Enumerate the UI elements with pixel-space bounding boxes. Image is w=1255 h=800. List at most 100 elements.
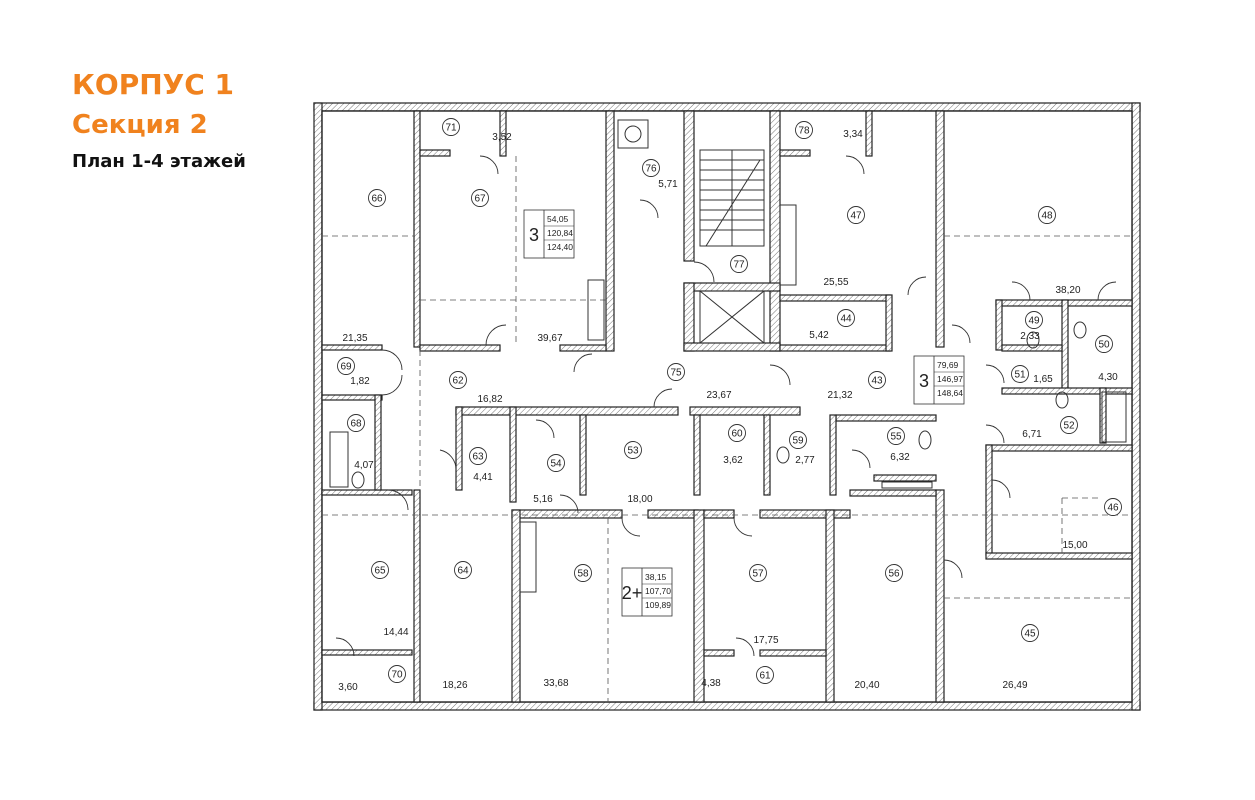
room-number-circle	[847, 206, 865, 224]
room-number: 49	[1028, 316, 1040, 327]
room-area: 17,75	[753, 635, 778, 646]
room-number-circle	[337, 357, 355, 375]
room-number-circle	[368, 189, 386, 207]
room-number: 44	[840, 314, 852, 325]
section-title: Секция 2	[72, 110, 208, 140]
room-area: 3,60	[338, 682, 358, 693]
room-77: 77	[730, 255, 748, 273]
room-61: 614,38	[701, 666, 774, 689]
room-area: 16,82	[477, 394, 502, 405]
room-number-circle	[642, 159, 660, 177]
room-number-circle	[728, 424, 746, 442]
room-area: 18,26	[442, 680, 467, 691]
room-50: 504,30	[1095, 335, 1118, 383]
room-number: 50	[1098, 340, 1110, 351]
room-number: 45	[1024, 629, 1036, 640]
room-number-circle	[454, 561, 472, 579]
apartment-total-with-balcony: 148,64	[937, 388, 963, 398]
room-number-circle	[1038, 206, 1056, 224]
room-number-circle	[1095, 335, 1113, 353]
room-48: 48 38,20	[1038, 206, 1081, 296]
room-number: 77	[733, 260, 745, 271]
room-58: 58 33,68	[543, 564, 592, 689]
room-number-circle	[471, 189, 489, 207]
room-area: 4,30	[1098, 372, 1118, 383]
room-63: 634,41	[469, 447, 493, 483]
room-area: 33,68	[543, 678, 568, 689]
room-number-circle	[868, 371, 886, 389]
room-number: 47	[850, 211, 862, 222]
room-number: 52	[1063, 421, 1075, 432]
room-number-circle	[756, 666, 774, 684]
room-area: 2,33	[1020, 331, 1040, 342]
room-number: 43	[871, 376, 883, 387]
room-number: 75	[670, 368, 682, 379]
apartment-rooms: 3	[919, 371, 929, 391]
room-68: 684,07	[347, 414, 374, 471]
room-number-circle	[347, 414, 365, 432]
room-70: 703,60	[338, 665, 406, 693]
room-area: 1,82	[350, 376, 370, 387]
room-area: 6,71	[1022, 429, 1042, 440]
room-number-circle	[1021, 624, 1039, 642]
room-number: 78	[798, 126, 810, 137]
room-number-circle	[574, 564, 592, 582]
room-56: 56 20,40	[854, 564, 903, 691]
room-number-circle	[371, 561, 389, 579]
apartment-total-area: 120,84	[547, 228, 573, 238]
room-number: 62	[452, 376, 464, 387]
apartment-boxes: 354,05120,84124,40379,69146,97148,642+38…	[523, 209, 965, 617]
room-number: 56	[888, 569, 900, 580]
room-area: 39,67	[537, 333, 562, 344]
room-number: 64	[457, 566, 469, 577]
room-area: 3,52	[492, 132, 512, 143]
room-number-circle	[749, 564, 767, 582]
interior-walls	[321, 110, 1133, 703]
room-area: 38,20	[1055, 285, 1080, 296]
room-number: 59	[792, 436, 804, 447]
room-55: 556,32	[887, 427, 910, 463]
room-number-circle	[624, 441, 642, 459]
room-number: 60	[731, 429, 743, 440]
room-number: 66	[371, 194, 383, 205]
room-number-circle	[469, 447, 487, 465]
room-area: 21,35	[342, 333, 367, 344]
room-number-circle	[795, 121, 813, 139]
zone-lines	[322, 156, 1132, 702]
room-area: 14,44	[383, 627, 408, 638]
room-area: 5,16	[533, 494, 553, 505]
room-number: 46	[1107, 503, 1119, 514]
room-43: 43 21,32	[827, 371, 886, 401]
room-number-circle	[1025, 311, 1043, 329]
room-number: 58	[577, 569, 589, 580]
room-64: 64 18,26	[442, 561, 472, 691]
room-area: 20,40	[854, 680, 879, 691]
room-number-circle	[547, 454, 565, 472]
room-number-circle	[887, 427, 905, 445]
fixtures	[329, 119, 1127, 593]
room-area: 5,42	[809, 330, 829, 341]
room-area: 21,32	[827, 390, 852, 401]
room-60: 603,62	[723, 424, 746, 466]
room-area: 5,71	[658, 179, 678, 190]
plan-subtitle: План 1-4 этажей	[72, 151, 246, 172]
apartment-total-area: 107,70	[645, 586, 671, 596]
room-number: 68	[350, 419, 362, 430]
room-59: 592,77	[789, 431, 815, 466]
room-number-circle	[1060, 416, 1078, 434]
room-number: 67	[474, 194, 486, 205]
room-number: 48	[1041, 211, 1053, 222]
room-area: 1,65	[1033, 374, 1053, 385]
room-number: 61	[759, 671, 771, 682]
room-area: 2,77	[795, 455, 815, 466]
room-area: 15,00	[1062, 540, 1087, 551]
room-44: 445,42	[809, 309, 855, 341]
